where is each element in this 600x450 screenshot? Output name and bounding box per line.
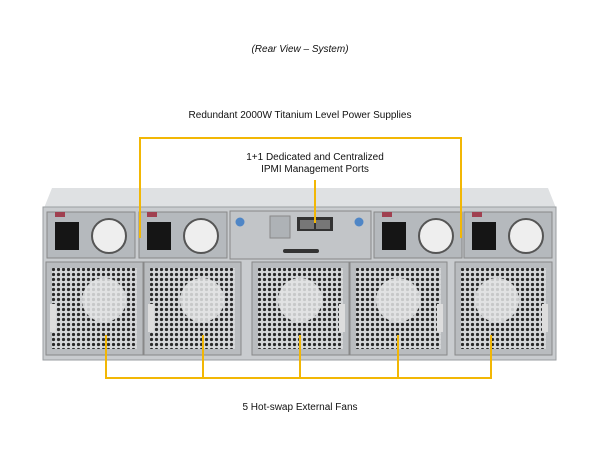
fan-icon [180,278,224,322]
power-supply-1 [46,211,136,259]
power-supply-3 [373,211,463,259]
power-socket-icon [55,222,79,250]
fan-icon [376,278,420,322]
power-supply-4 [463,211,553,259]
ipmi-callout-line2: IPMI Management Ports [261,164,369,175]
psu-fan-icon [508,218,544,254]
module-handle-icon [283,249,319,253]
fan-module-2 [143,261,242,356]
psu-fan-icon [418,218,454,254]
psu-fan-icon [183,218,219,254]
diagram-title: (Rear View – System) [251,44,349,55]
fan-icon [278,278,322,322]
psu-callout-bracket [139,137,462,238]
power-supplies-callout: Redundant 2000W Titanium Level Power Sup… [188,110,412,121]
ipmi-module [229,210,372,260]
thumbscrew-icon [354,217,364,227]
power-socket-icon [147,222,171,250]
psu-bay [46,211,553,259]
fan-module-5 [454,261,553,356]
fan-icon [82,278,126,322]
ipmi-ports-callout: 1+1 Dedicated and Centralized IPMI Manag… [215,152,415,176]
fan-module-3 [251,261,350,356]
fan-module-1 [45,261,144,356]
fans-callout: 5 Hot-swap External Fans [242,402,358,413]
ipmi-callout-line1: 1+1 Dedicated and Centralized [246,152,384,163]
callout-lines [105,137,492,379]
power-socket-icon [472,222,496,250]
fan-icon [475,278,519,322]
thumbscrew-icon [235,217,245,227]
psu-fan-icon [91,218,127,254]
power-socket-icon [382,222,406,250]
fan-bay [45,261,553,356]
fans-callout-bracket [105,335,492,379]
chassis-top [44,188,556,208]
power-supply-2 [138,211,228,259]
